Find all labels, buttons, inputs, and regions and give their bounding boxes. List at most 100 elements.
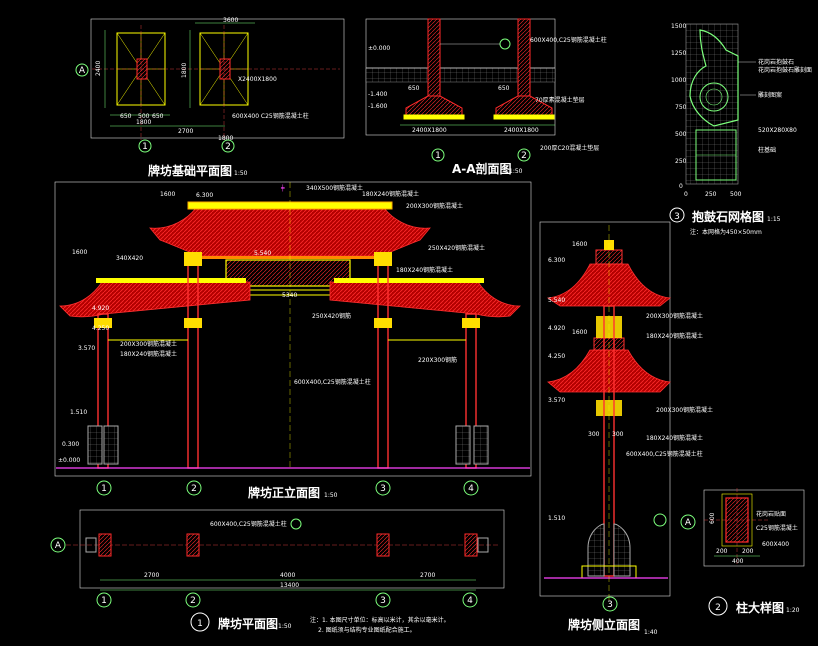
foundation-axis-2	[221, 139, 235, 153]
foundation-dim-650: 650	[120, 113, 132, 120]
grid-x-500: 500	[730, 191, 742, 198]
front-dim-5: 340X420	[116, 255, 143, 262]
front-axis-3	[375, 480, 391, 496]
grid-x-0: 0	[684, 191, 688, 198]
drum-stone-grid: 1500 1250 1000 750 500 250 0 0 250 500 花…	[669, 23, 812, 236]
side-elevation: 6.300 5.540 4.920 4.250 3.570 1.510 200X…	[539, 221, 713, 636]
front-level-7: ±0.000	[58, 457, 80, 464]
plan-note-0: 注：1. 本图尺寸单位：标高以米计，其余以毫米计。	[310, 616, 450, 624]
drum-stone-outline	[689, 29, 739, 127]
front-level-3: 4.250	[92, 325, 109, 332]
drum-stone-scale: 1:15	[767, 216, 781, 223]
foundation-dim-2400: 2400	[95, 61, 102, 76]
side-level-2: 4.920	[548, 325, 565, 332]
front-level-4: 3.570	[78, 345, 95, 352]
column-detail-frame	[703, 489, 805, 567]
plan-number-circle	[190, 612, 210, 632]
front-axis-4-label: 4	[468, 484, 474, 494]
front-label-0: 340X500钢筋混凝土	[306, 184, 363, 192]
foundation-plan: 1800 2700 3600 650 500 650 2400 1800 180…	[75, 17, 345, 178]
grid-y-1250: 1250	[671, 50, 686, 57]
front-level-1: 5.540	[254, 250, 271, 257]
svg-text:╪: ╪	[280, 184, 285, 192]
front-level-2: 4.920	[92, 305, 109, 312]
column-detail: 400 200 200 600 花岗岩贴面 C25钢筋混凝土 600X400 A…	[680, 488, 805, 616]
left-roof	[59, 281, 251, 318]
right-roof	[329, 281, 521, 318]
front-level-0: 6.300	[196, 192, 213, 199]
front-frame	[54, 181, 532, 477]
foundation-dim-1800b: 1800	[181, 63, 188, 78]
foundation-dim-1800c: 1800	[218, 135, 233, 142]
foundation-axis-a	[75, 63, 89, 77]
column-number-circle	[708, 596, 728, 616]
plan-label: 600X400,C25钢筋混凝土柱	[210, 520, 287, 528]
side-dim-0: 1600	[572, 241, 587, 248]
section-dim-2: 2400X1800	[504, 127, 539, 134]
side-dim-3: 300	[612, 431, 624, 438]
side-level-3: 4.250	[548, 353, 565, 360]
front-dim-1: 1600	[72, 249, 87, 256]
plan-axis-3	[375, 592, 391, 608]
foundation-dim-500: 500	[138, 113, 150, 120]
side-label-2: 200X300钢筋混凝土	[656, 406, 713, 414]
front-elevation-scale: 1:50	[324, 492, 338, 499]
grid-label-3: 520X280X80	[758, 127, 797, 134]
plan-axis-a-label: A	[55, 541, 62, 551]
drum-stone-title: 抱鼓石网格图	[692, 209, 764, 224]
side-label-3: 180X240钢筋混凝土	[646, 434, 703, 442]
column-label-2: 600X400	[762, 541, 789, 548]
section-label-level0: ±0.000	[368, 45, 390, 52]
arch-plan-title: 牌坊平面图	[218, 616, 278, 631]
grid-y-0: 0	[679, 183, 683, 190]
column-dim-2: 200	[742, 548, 754, 555]
front-elevation-title: 牌坊正立面图	[248, 485, 320, 500]
column-detail-scale: 1:20	[786, 607, 800, 614]
section-label-level2: -1.600	[368, 103, 388, 110]
arch-plan: 2700 4000 2700 13400 600X400,C25钢筋混凝土柱 A…	[50, 509, 505, 634]
foundation-dim-650b: 650	[152, 113, 164, 120]
section-aa: 2400X1800 2400X1800 650 650 600X400,C25钢…	[365, 18, 607, 176]
foundation-plan-scale: 1:50	[234, 170, 248, 177]
grid-x-250: 250	[705, 191, 717, 198]
section-dim-650b: 650	[498, 85, 510, 92]
front-elevation: ╪ 6.300 5.540 4.920 4.250 3.570 1.510 0.…	[54, 181, 532, 500]
side-label-4: 600X400,C25钢筋混凝土柱	[626, 450, 703, 458]
front-label-7: 600X400,C25钢筋混凝土柱	[294, 378, 371, 386]
grid-label-0: 花岗岩抱鼓石	[758, 58, 794, 66]
plan-axis-1	[96, 592, 112, 608]
plan-axis-1-label: 1	[101, 596, 107, 606]
front-label-5: 250X420钢筋	[312, 312, 351, 320]
foundation-plan-title: 牌坊基础平面图	[148, 163, 232, 178]
column-axis-a-label: A	[685, 518, 692, 528]
section-label-column: 600X400,C25钢筋混凝土柱	[530, 36, 607, 44]
section-label-level1: -1.400	[368, 91, 388, 98]
plan-column-1	[98, 533, 112, 557]
front-label-4: 180X240钢筋混凝土	[396, 266, 453, 274]
front-axis-2-label: 2	[191, 484, 197, 494]
foundation-label-col: 600X400 C25钢筋混凝土柱	[232, 112, 309, 120]
grid-y-500: 500	[675, 131, 687, 138]
arch-plan-scale: 1:50	[278, 623, 292, 630]
foundation-axis-2-label: 2	[225, 142, 231, 152]
foundation-frame	[90, 18, 345, 139]
side-dim-1: 1600	[572, 329, 587, 336]
front-dim-3: 5340	[282, 292, 297, 299]
drum-stone-number: 3	[674, 212, 680, 222]
front-dim-0: 1600	[160, 191, 175, 198]
side-level-5: 1.510	[548, 515, 565, 522]
foundation-axis-a-label: A	[79, 66, 86, 76]
column-dim-1: 200	[716, 548, 728, 555]
plan-number: 1	[197, 619, 203, 629]
side-label-0: 200X300钢筋混凝土	[646, 312, 703, 320]
front-label-3: 250X420钢筋混凝土	[428, 244, 485, 252]
plan-note-1: 2. 图纸须与结构专业图纸配合施工。	[318, 626, 416, 634]
side-elevation-scale: 1:40	[644, 629, 658, 636]
side-label-1: 180X240钢筋混凝土	[646, 332, 703, 340]
grid-label-4: 柱基础	[758, 146, 776, 154]
column-detail-title: 柱大样图	[736, 600, 784, 615]
side-level-1: 5.540	[548, 297, 565, 304]
foundation-dim-1800: 1800	[136, 119, 151, 126]
plan-frame	[79, 509, 505, 589]
